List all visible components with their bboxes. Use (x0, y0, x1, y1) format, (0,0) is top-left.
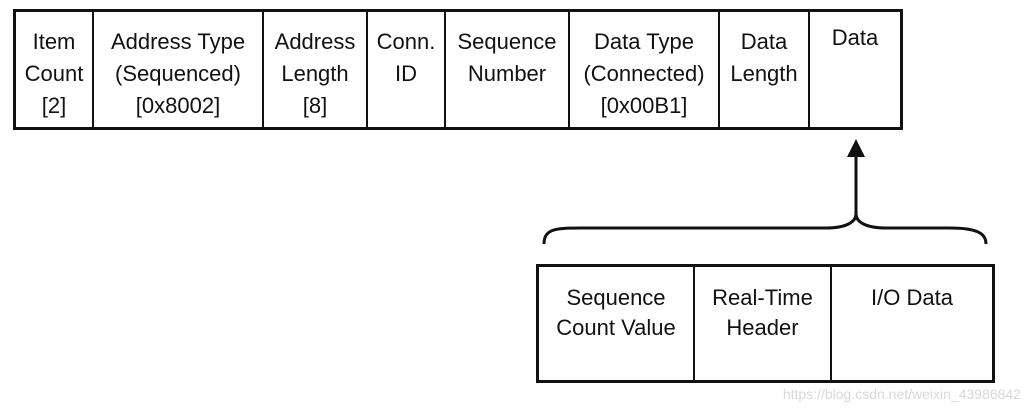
field-line: Data (831, 25, 879, 50)
field-data-length: Data Length (720, 12, 810, 127)
field-line: ID (395, 61, 417, 86)
field-line: (Connected) (583, 61, 705, 86)
field-io-data: I/O Data (832, 267, 992, 380)
field-line: [0x8002] (135, 93, 221, 118)
field-line: Length (730, 61, 798, 86)
field-address-type: Address Type (Sequenced) [0x8002] (94, 12, 264, 127)
field-line: Conn. (376, 29, 436, 54)
field-line: (Sequenced) (115, 61, 241, 86)
field-line: Sequence (566, 285, 666, 310)
field-line: [8] (302, 93, 328, 118)
data-field-breakdown: Sequence Count Value Real-Time Header I/… (536, 264, 995, 383)
field-line: [0x00B1] (600, 93, 688, 118)
field-address-length: Address Length [8] (264, 12, 368, 127)
field-line: Count Value (556, 315, 676, 340)
field-line: Real-Time (712, 285, 813, 310)
curly-brace (542, 213, 988, 245)
field-line: I/O Data (871, 285, 953, 310)
field-data: Data (810, 12, 900, 127)
field-line: Count (24, 61, 84, 86)
arrow-head-icon (847, 139, 865, 157)
field-line: Address Type (110, 29, 246, 54)
field-line: Length (281, 61, 349, 86)
field-line: [2] (41, 93, 67, 118)
field-line: Address (274, 29, 356, 54)
field-real-time-header: Real-Time Header (695, 267, 832, 380)
field-data-type: Data Type (Connected) [0x00B1] (570, 12, 720, 127)
field-line: Data Type (594, 29, 694, 54)
field-item-count: Item Count [2] (16, 12, 94, 127)
watermark: https://blog.csdn.net/weixin_43986842 (782, 386, 1021, 402)
field-line: Header (726, 315, 799, 340)
packet-format-row: Item Count [2] Address Type (Sequenced) … (13, 9, 903, 130)
field-line: Item (32, 29, 76, 54)
field-conn-id: Conn. ID (368, 12, 446, 127)
field-line: Sequence (457, 29, 557, 54)
field-sequence-count-value: Sequence Count Value (539, 267, 695, 380)
field-line: Number (467, 61, 547, 86)
field-sequence-number: Sequence Number (446, 12, 570, 127)
field-line: Data (740, 29, 788, 54)
